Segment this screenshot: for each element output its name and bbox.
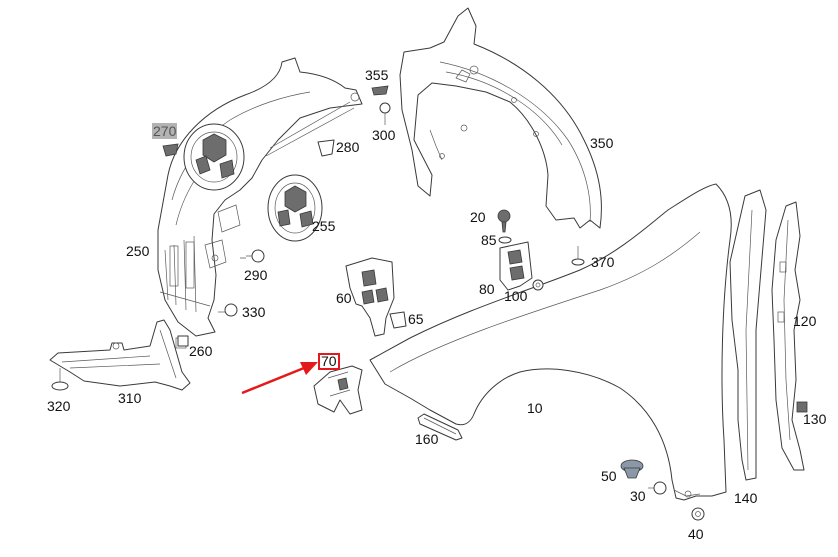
callout-260[interactable]: 260	[189, 343, 213, 359]
callout-40[interactable]: 40	[688, 526, 704, 542]
clip-355[interactable]	[371, 85, 389, 96]
callout-250[interactable]: 250	[126, 243, 150, 259]
clip-280[interactable]	[317, 139, 335, 157]
callout-30[interactable]: 30	[630, 488, 646, 504]
callout-20[interactable]: 20	[470, 209, 486, 225]
clip-65[interactable]	[389, 311, 407, 329]
callout-70[interactable]: 70	[318, 353, 340, 370]
callout-355[interactable]: 355	[365, 67, 389, 83]
highlight-arrow	[241, 362, 318, 395]
mounting-bracket-60[interactable]	[345, 257, 395, 337]
nut-40[interactable]	[691, 507, 705, 521]
callout-300[interactable]: 300	[372, 127, 396, 143]
screw-20[interactable]	[497, 209, 511, 233]
liner-access-cover	[183, 123, 245, 191]
callout-310[interactable]: 310	[118, 390, 142, 406]
rivet-370[interactable]	[571, 246, 585, 266]
screw-300[interactable]	[379, 102, 391, 125]
clip-130[interactable]	[796, 401, 808, 413]
wheel-arch-liner-rear[interactable]	[399, 7, 602, 229]
callout-10[interactable]: 10	[527, 400, 543, 416]
callout-280[interactable]: 280	[336, 139, 360, 155]
callout-85[interactable]: 85	[481, 232, 497, 248]
washer-85[interactable]	[498, 236, 512, 244]
screw-30[interactable]	[648, 481, 667, 495]
wheel-arch-liner-front[interactable]	[157, 57, 363, 337]
callout-255[interactable]: 255	[312, 218, 336, 234]
callout-270[interactable]: 270	[152, 123, 178, 139]
nut-100[interactable]	[532, 279, 544, 291]
callout-50[interactable]: 50	[601, 468, 617, 484]
fender[interactable]	[369, 183, 732, 501]
clip-260[interactable]	[177, 335, 189, 347]
screw-290[interactable]	[240, 249, 265, 263]
callout-80[interactable]: 80	[479, 281, 495, 297]
callout-100[interactable]: 100	[504, 288, 528, 304]
small-bracket-70[interactable]	[313, 365, 363, 415]
lower-bracket-plate[interactable]	[49, 319, 191, 391]
callout-65[interactable]: 65	[408, 311, 424, 327]
clip-270[interactable]	[162, 143, 179, 157]
panel-trim-strip[interactable]	[771, 201, 805, 471]
callout-60[interactable]: 60	[336, 290, 352, 306]
callout-370[interactable]: 370	[591, 254, 615, 270]
callout-330[interactable]: 330	[242, 304, 266, 320]
callout-130[interactable]: 130	[803, 411, 827, 427]
cap-50[interactable]	[620, 459, 644, 479]
round-cover-255[interactable]	[267, 174, 323, 242]
screw-330[interactable]	[218, 303, 238, 317]
callout-320[interactable]: 320	[47, 398, 71, 414]
callout-160[interactable]: 160	[415, 431, 439, 447]
callout-350[interactable]: 350	[590, 135, 614, 151]
mounting-bracket-80[interactable]	[499, 241, 533, 291]
callout-290[interactable]: 290	[244, 267, 268, 283]
screw-320[interactable]	[51, 368, 69, 391]
clip-strip[interactable]	[417, 413, 463, 441]
callout-120[interactable]: 120	[793, 313, 817, 329]
callout-140[interactable]: 140	[734, 490, 758, 506]
seal-strip[interactable]	[729, 189, 767, 481]
